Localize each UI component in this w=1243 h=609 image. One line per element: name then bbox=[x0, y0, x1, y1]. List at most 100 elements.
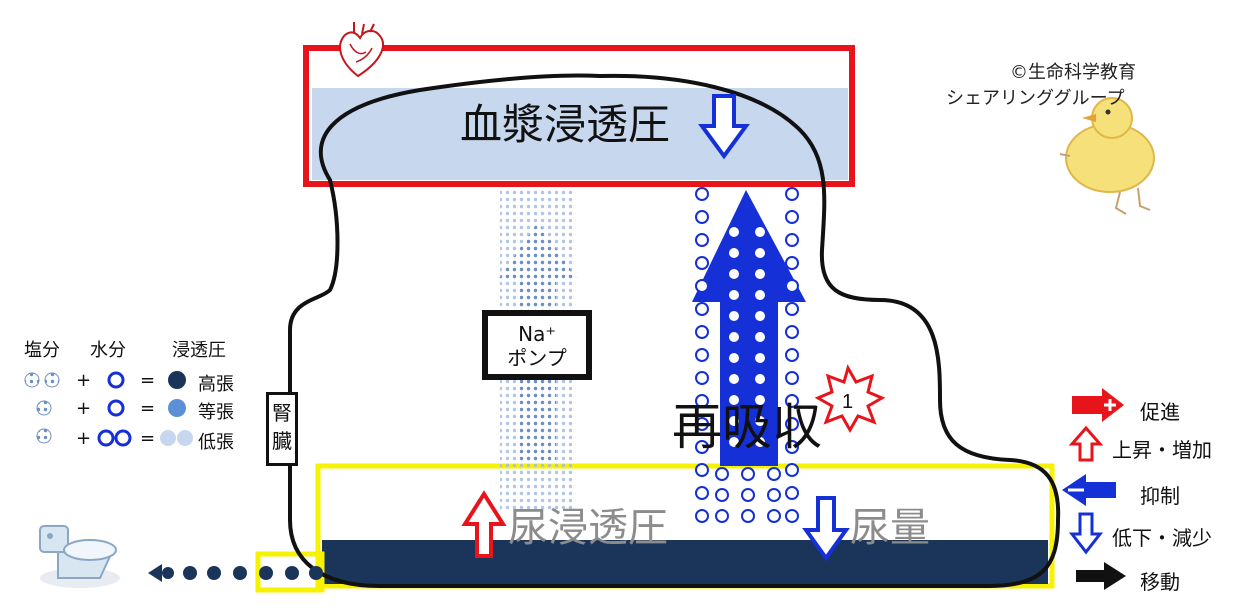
urine-volume-label: 尿量 bbox=[850, 505, 930, 551]
na-pump-line2: ポンプ bbox=[507, 346, 567, 370]
water-dot bbox=[695, 210, 709, 224]
water-dot bbox=[767, 467, 781, 481]
water-dot bbox=[695, 371, 709, 385]
water-dot bbox=[785, 417, 799, 431]
urine-dark-fill bbox=[322, 540, 1048, 584]
legend-header-osm: 浸透圧 bbox=[172, 340, 226, 361]
water-dot bbox=[741, 467, 755, 481]
water-dot bbox=[785, 348, 799, 362]
water-dot bbox=[695, 325, 709, 339]
water-dot bbox=[785, 187, 799, 201]
water-dot bbox=[753, 330, 767, 344]
water-dot bbox=[727, 435, 741, 449]
water-dot bbox=[727, 393, 741, 407]
legend-plus-3: + bbox=[76, 428, 92, 449]
water-dot bbox=[785, 279, 799, 293]
water-dot bbox=[785, 371, 799, 385]
kidney-line2: 臓 bbox=[272, 429, 292, 453]
water-dot bbox=[741, 509, 755, 523]
water-dot bbox=[753, 225, 767, 239]
legend-equals-1: = bbox=[140, 370, 156, 391]
urine-osm-up-arrow-icon bbox=[461, 490, 507, 558]
water-column bbox=[692, 187, 806, 523]
water-dot bbox=[695, 187, 709, 201]
copyright-line-2: シェアリンググループ bbox=[946, 88, 1125, 109]
water-dot bbox=[785, 463, 799, 477]
legend-equals-3: = bbox=[140, 428, 156, 449]
water-dot bbox=[715, 488, 729, 502]
legend-move: 移動 bbox=[1140, 570, 1180, 594]
water-dot bbox=[715, 509, 729, 523]
water-dot bbox=[753, 414, 767, 428]
legend-left-symbols bbox=[24, 371, 193, 447]
water-dot bbox=[753, 288, 767, 302]
water-dot bbox=[785, 210, 799, 224]
water-dot bbox=[695, 463, 709, 477]
water-dot bbox=[727, 267, 741, 281]
legend-header-salt: 塩分 bbox=[24, 340, 60, 361]
water-dot bbox=[785, 325, 799, 339]
legend-inhibit: 抑制 bbox=[1140, 484, 1180, 508]
water-dot bbox=[785, 233, 799, 247]
water-dot bbox=[695, 302, 709, 316]
legend-plus-1: + bbox=[76, 370, 92, 391]
water-dot bbox=[695, 486, 709, 500]
water-dot bbox=[753, 309, 767, 323]
urine-vol-down-arrow-icon bbox=[802, 496, 850, 562]
water-dot bbox=[695, 394, 709, 408]
legend-right-icons bbox=[1062, 388, 1126, 590]
water-dot bbox=[785, 256, 799, 270]
legend-result-low: 低張 bbox=[198, 432, 234, 453]
legend-plus-2: + bbox=[76, 398, 92, 419]
toilet-icon bbox=[39, 525, 120, 588]
kidney-outline bbox=[288, 73, 1061, 588]
legend-result-iso: 等張 bbox=[198, 402, 234, 423]
water-up-arrow bbox=[692, 190, 806, 466]
water-dot bbox=[695, 509, 709, 523]
badge-number: 1 bbox=[842, 391, 853, 413]
plasma-down-arrow-icon bbox=[698, 94, 750, 160]
na-pump-box: Na⁺ ポンプ bbox=[482, 310, 592, 380]
urine-osmolality-label: 尿浸透圧 bbox=[508, 505, 668, 551]
water-dot bbox=[753, 246, 767, 260]
water-dot bbox=[695, 256, 709, 270]
water-dot bbox=[753, 393, 767, 407]
legend-result-high: 高張 bbox=[198, 374, 234, 395]
kidney-label-box: 腎 臓 bbox=[266, 392, 298, 466]
water-dot bbox=[727, 246, 741, 260]
water-dot bbox=[767, 488, 781, 502]
heart-icon bbox=[339, 22, 385, 78]
blue-minus-arrow-icon bbox=[1062, 474, 1116, 506]
water-dot bbox=[753, 372, 767, 386]
water-dot bbox=[785, 394, 799, 408]
legend-equals-2: = bbox=[140, 398, 156, 419]
water-dot bbox=[785, 440, 799, 454]
water-dot bbox=[785, 302, 799, 316]
red-up-arrow-icon bbox=[1068, 425, 1104, 462]
water-dot bbox=[753, 267, 767, 281]
water-dot bbox=[767, 509, 781, 523]
water-dot bbox=[727, 330, 741, 344]
water-dots bbox=[695, 187, 799, 523]
water-dot bbox=[727, 225, 741, 239]
reabsorption-label: 再吸収 bbox=[672, 398, 822, 456]
legend-promote: 促進 bbox=[1140, 400, 1180, 424]
plasma-osmolality-label: 血漿浸透圧 bbox=[460, 100, 671, 149]
na-pump-line1: Na⁺ bbox=[518, 322, 556, 346]
legend-decrease: 低下・減少 bbox=[1112, 526, 1212, 550]
water-dot bbox=[753, 351, 767, 365]
plasma-border bbox=[303, 45, 855, 187]
water-dot bbox=[753, 435, 767, 449]
chick-illustration-icon bbox=[1059, 97, 1155, 215]
kidney-line1: 腎 bbox=[272, 401, 292, 425]
excretion-arrow bbox=[148, 564, 323, 582]
legend-header-water: 水分 bbox=[90, 340, 126, 361]
water-dot bbox=[785, 486, 799, 500]
water-dot bbox=[695, 417, 709, 431]
water-dot bbox=[695, 440, 709, 454]
water-dot bbox=[695, 279, 709, 293]
water-dot bbox=[727, 414, 741, 428]
water-dot bbox=[741, 488, 755, 502]
black-arrow-icon bbox=[1076, 562, 1126, 590]
